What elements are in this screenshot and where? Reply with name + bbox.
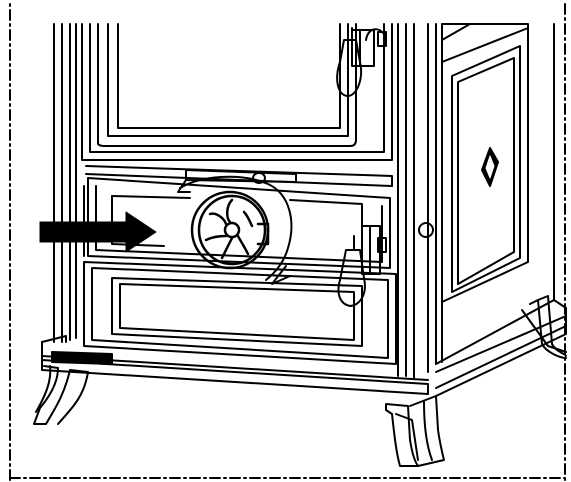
side-knob bbox=[418, 222, 434, 238]
side-base bbox=[435, 295, 567, 397]
base-plinth bbox=[41, 335, 429, 395]
black-arrow-to-wheel bbox=[39, 211, 157, 253]
right-leg bbox=[385, 395, 445, 467]
left-leg bbox=[33, 365, 89, 425]
upper-door bbox=[81, 23, 393, 161]
frame-border bbox=[9, 3, 566, 481]
air-slider bbox=[85, 165, 393, 187]
side-panel bbox=[441, 23, 529, 303]
upper-handle bbox=[336, 27, 387, 97]
ash-drawer bbox=[83, 261, 397, 365]
